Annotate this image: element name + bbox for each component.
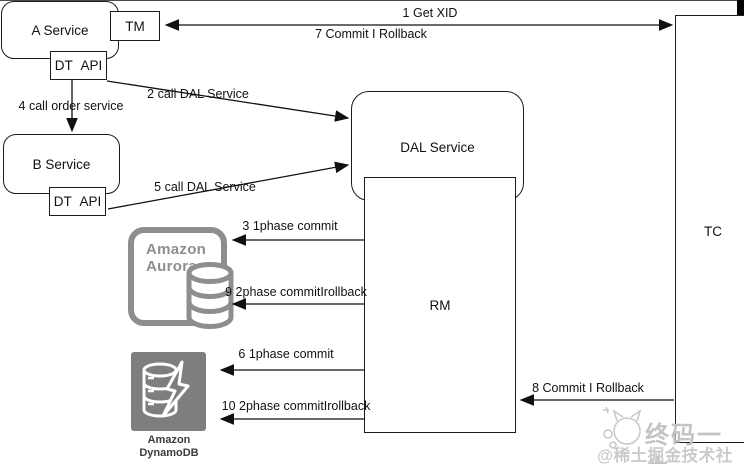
database-cylinder-icon [186, 262, 234, 329]
watermark-doodle-icon [603, 406, 642, 449]
node-dt-api-b-label: DT API [53, 194, 102, 209]
edge-label-4: 4 call order service [18, 99, 124, 113]
dynamodb-caption: Amazon DynamoDB [125, 434, 213, 459]
node-tc-label: TC [704, 224, 722, 239]
node-tm-label: TM [125, 18, 145, 34]
node-dt-api-a-label: DT API [54, 58, 103, 73]
node-a-service-label: A Service [31, 22, 89, 38]
node-b-service-label: B Service [32, 156, 91, 172]
node-dal-service-label: DAL Service [400, 140, 475, 155]
node-rm-label: RM [429, 297, 451, 313]
edge-label-2: 2 call DAL Service [147, 87, 249, 101]
node-dt-api-b: DT API [49, 187, 106, 216]
node-tm: TM [110, 11, 160, 41]
node-rm: RM [364, 177, 516, 433]
edge-label-8: 8 Commit I Rollback [532, 381, 644, 395]
edge-label-7: 7 Commit I Rollback [315, 27, 427, 41]
node-a-service: A Service [1, 1, 119, 59]
edge-label-5: 5 call DAL Service [154, 180, 256, 194]
node-b-service: B Service [3, 134, 120, 194]
dynamodb-caption-line1: Amazon [147, 434, 191, 446]
node-dt-api-a: DT API [50, 51, 107, 80]
edge-label-10: 10 2phase commitIrollback [221, 399, 371, 413]
dynamodb-caption-line2: DynamoDB [139, 446, 199, 459]
dynamodb-node [131, 352, 206, 431]
edge-label-3: 3 1phase commit [242, 219, 338, 233]
edge-label-6: 6 1phase commit [238, 347, 334, 361]
aurora-label-line2: Aurora [146, 258, 197, 275]
top-border-line [0, 0, 744, 1]
aurora-label: Amazon Aurora [146, 241, 206, 275]
watermark-community-text: @稀土掘金技术社区 [597, 447, 733, 464]
dynamodb-icon [142, 360, 190, 418]
node-tc: TC [675, 15, 744, 443]
aurora-label-line1: Amazon [146, 241, 207, 258]
edge-label-9: 9 2phase commitIrollback [225, 285, 367, 299]
edge-label-1: 1 Get XID [402, 6, 458, 20]
